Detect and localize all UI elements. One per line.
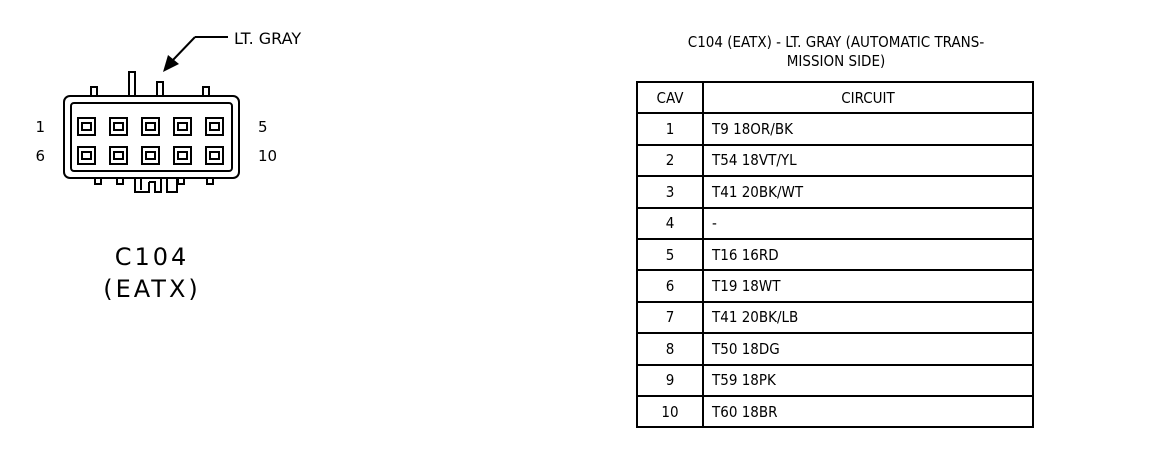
leader-arrow (163, 36, 228, 72)
table-title-line-1: C104 (EATX) - LT. GRAY (AUTOMATIC TRANS- (687, 33, 985, 51)
cell-cav: 8 (636, 332, 704, 366)
cavity-terminal-8 (145, 151, 156, 160)
cavity-1 (77, 117, 96, 136)
connector-drawing: LT. GRAY 1 6 5 10 C104 (EATX) (35, 29, 301, 303)
cell-circuit: T41 20BK/WT (702, 175, 1034, 209)
cell-cav: 10 (636, 394, 704, 429)
cavity-4 (173, 117, 192, 136)
cavity-5 (205, 117, 224, 136)
cell-cav: 2 (636, 143, 704, 178)
table-header-row: CAV CIRCUIT (636, 80, 1034, 115)
cavity-terminal-9 (177, 151, 188, 160)
wire-color-label: LT. GRAY (234, 29, 301, 48)
cavity-terminal-4 (177, 122, 188, 131)
cavity-terminal-3 (145, 122, 156, 131)
cell-circuit: T59 18PK (702, 363, 1034, 397)
cell-circuit: T54 18VT/YL (702, 143, 1034, 178)
top-tab-left (90, 86, 98, 97)
bottom-tab-4 (206, 177, 214, 185)
cavity-terminal-2 (113, 122, 124, 131)
cell-circuit: T9 18OR/BK (702, 112, 1034, 146)
table-title-line-2: MISSION SIDE) (786, 52, 886, 70)
cavity-terminal-7 (113, 151, 124, 160)
connector-sub-name: (EATX) (103, 275, 201, 303)
connector-body-inner (70, 102, 233, 172)
cell-cav: 6 (636, 269, 704, 303)
cavity-6 (77, 146, 96, 165)
bottom-tab-3 (177, 177, 185, 185)
cavity-10 (205, 146, 224, 165)
pin-label-10: 10 (258, 147, 277, 165)
cavity-terminal-10 (209, 151, 220, 160)
cavity-2 (109, 117, 128, 136)
top-pin-tall (128, 71, 136, 97)
top-tab-right (202, 86, 210, 97)
cavity-terminal-1 (81, 122, 92, 131)
cell-cav: 9 (636, 363, 704, 397)
cavity-3 (141, 117, 160, 136)
cell-cav: 4 (636, 206, 704, 240)
cell-circuit: T41 20BK/LB (702, 300, 1034, 335)
header-cav: CAV (636, 80, 704, 115)
connector-latch (134, 178, 178, 193)
cell-cav: 3 (636, 175, 704, 209)
cavity-9 (173, 146, 192, 165)
cavity-8 (141, 146, 160, 165)
bottom-tab-2 (116, 177, 124, 185)
cavity-terminal-6 (81, 151, 92, 160)
cell-circuit: T60 18BR (702, 394, 1034, 429)
pin-label-6: 6 (35, 147, 45, 165)
cell-circuit: T50 18DG (702, 332, 1034, 366)
table-row: 4- (636, 206, 1034, 240)
pin-label-1: 1 (35, 118, 45, 136)
top-pin-wire (156, 81, 164, 97)
pin-label-5: 5 (258, 118, 268, 136)
cell-cav: 1 (636, 112, 704, 146)
bottom-tab-1 (94, 177, 102, 185)
connector-name: C104 (115, 243, 190, 271)
cell-circuit: T19 18WT (702, 269, 1034, 303)
cell-cav: 5 (636, 237, 704, 272)
cavity-terminal-5 (209, 122, 220, 131)
cavity-grid (77, 117, 224, 165)
cell-circuit: T16 16RD (702, 237, 1034, 272)
header-circuit: CIRCUIT (702, 80, 1034, 115)
cell-cav: 7 (636, 300, 704, 335)
connector-body-outer (63, 95, 240, 179)
table-title: C104 (EATX) - LT. GRAY (AUTOMATIC TRANS-… (636, 33, 1036, 71)
cell-circuit: - (702, 206, 1034, 240)
cavity-7 (109, 146, 128, 165)
